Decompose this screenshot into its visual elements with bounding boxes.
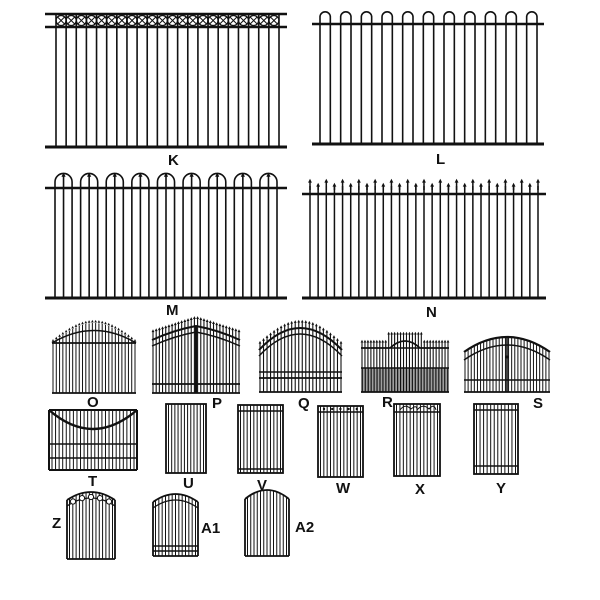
label-Q: Q <box>298 395 310 412</box>
label-O: O <box>87 394 99 411</box>
gate-R <box>360 331 450 393</box>
label-U: U <box>183 475 194 492</box>
door-V <box>237 404 284 474</box>
door-A1 <box>152 493 199 557</box>
label-A1: A1 <box>201 520 221 537</box>
label-L: L <box>436 151 446 168</box>
label-M: M <box>166 302 179 319</box>
door-A2 <box>244 489 290 557</box>
door-X <box>393 403 441 477</box>
label-Y: Y <box>496 480 507 497</box>
label-P: P <box>212 395 223 412</box>
door-Z <box>66 491 116 560</box>
label-X: X <box>415 481 426 498</box>
fence-K <box>45 12 287 149</box>
door-W <box>317 405 364 478</box>
gate-T <box>48 409 138 471</box>
gate-P <box>151 316 241 394</box>
door-U <box>165 403 207 474</box>
label-V: V <box>257 477 268 494</box>
label-T: T <box>88 473 98 490</box>
gate-S <box>463 335 551 393</box>
label-R: R <box>382 394 393 411</box>
label-K: K <box>168 152 179 169</box>
label-N: N <box>426 304 437 321</box>
fence-L <box>312 11 544 146</box>
label-Z: Z <box>52 515 62 532</box>
fence-N <box>302 178 546 300</box>
label-A2: A2 <box>295 519 315 536</box>
label-S: S <box>533 395 544 412</box>
door-Y <box>473 403 519 475</box>
fence-M <box>45 172 287 300</box>
label-W: W <box>336 480 351 497</box>
gate-Q <box>258 319 343 393</box>
gate-O <box>51 319 137 394</box>
